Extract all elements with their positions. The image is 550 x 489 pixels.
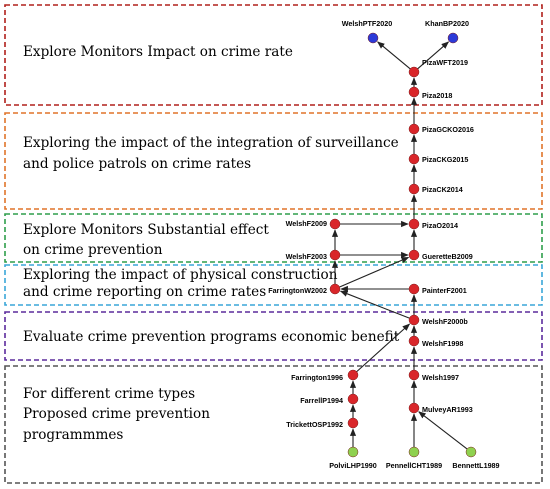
node-MulveyAR1993-dot[interactable] (408, 402, 420, 414)
node-WelshPTF2020-dot[interactable] (367, 32, 379, 44)
node-PolviLHP1990-dot[interactable] (347, 446, 359, 458)
node-TrickettOSP1992-dot[interactable] (347, 417, 359, 429)
band-5-label-line-1: Evaluate crime prevention programs econo… (23, 329, 400, 345)
node-PizaGCKO2016-dot[interactable] (408, 123, 420, 135)
node-Welsh1997[interactable]: Welsh1997 (408, 369, 459, 382)
band-6-label-line-2: Proposed crime prevention (23, 406, 210, 422)
node-MulveyAR1993[interactable]: MulveyAR1993 (408, 402, 473, 414)
node-PolviLHP1990-label: PolviLHP1990 (329, 461, 377, 470)
node-PizaCKG2015-label: PizaCKG2015 (422, 155, 468, 164)
band-4-label-line-1: Exploring the impact of physical constru… (23, 267, 338, 283)
band-2-label-line-2: and police patrols on crime rates (23, 156, 251, 172)
node-PizaGCKO2016-label: PizaGCKO2016 (422, 125, 474, 134)
node-PizaCK2014-dot[interactable] (408, 183, 420, 195)
node-Farrington1996-dot[interactable] (347, 369, 359, 381)
node-PizaO2014-label: PizaO2014 (422, 221, 458, 230)
node-WelshF2009-dot[interactable] (329, 218, 341, 230)
node-PizaCKG2015-dot[interactable] (408, 153, 420, 165)
node-WelshF2000b[interactable]: WelshF2000b (408, 314, 468, 326)
node-WelshF2003-dot[interactable] (329, 249, 341, 261)
node-FarringtonW2002-label: FarringtonW2002 (268, 286, 327, 295)
band-4-label-line-2: and crime reporting on crime rates (23, 284, 266, 300)
node-PolviLHP1990[interactable]: PolviLHP1990 (329, 446, 377, 470)
node-FarrellP1994[interactable]: FarrellP1994 (300, 393, 359, 405)
node-KhanBP2020-dot[interactable] (447, 32, 459, 44)
node-Farrington1996-label: Farrington1996 (291, 373, 343, 382)
node-BennettL1989[interactable]: BennettL1989 (452, 446, 500, 470)
node-WelshF2009-label: WelshF2009 (286, 219, 327, 228)
node-WelshPTF2020-label: WelshPTF2020 (342, 19, 393, 28)
band-3-label-line-1: Explore Monitors Substantial effect (23, 222, 269, 238)
node-TrickettOSP1992-label: TrickettOSP1992 (286, 420, 343, 429)
node-Farrington1996[interactable]: Farrington1996 (291, 369, 359, 382)
node-Piza2018-dot[interactable] (408, 86, 420, 98)
node-PizaWFT2019[interactable]: PizaWFT2019 (408, 58, 468, 78)
node-PizaCK2014[interactable]: PizaCK2014 (408, 183, 463, 195)
paper-nodes: WelshPTF2020 KhanBP2020PizaWFT2019Piza201… (268, 19, 499, 470)
band-3-label-line-2: on crime prevention (23, 242, 163, 258)
citation-edges (331, 41, 468, 450)
node-PizaWFT2019-label: PizaWFT2019 (422, 58, 468, 67)
node-PennellCHT1989[interactable]: PennellCHT1989 (386, 446, 442, 470)
band-6-label-line-1: For different crime types (23, 386, 195, 402)
node-WelshF1998-label: WelshF1998 (422, 339, 463, 348)
node-GueretteB2009[interactable]: GueretteB2009 (408, 249, 473, 261)
node-MulveyAR1993-label: MulveyAR1993 (422, 405, 473, 414)
node-Welsh1997-dot[interactable] (408, 369, 420, 381)
node-WelshF1998-dot[interactable] (408, 335, 420, 347)
band-2-label-line-1: Exploring the impact of the integration … (23, 135, 399, 151)
node-PizaCK2014-label: PizaCK2014 (422, 185, 463, 194)
node-PizaCKG2015[interactable]: PizaCKG2015 (408, 153, 468, 165)
node-PizaO2014-dot[interactable] (408, 218, 420, 230)
node-BennettL1989-label: BennettL1989 (452, 461, 499, 470)
node-FarrellP1994-label: FarrellP1994 (300, 396, 343, 405)
node-FarringtonW2002[interactable]: FarringtonW2002 (268, 283, 341, 295)
edge-BennettL1989-to-MulveyAR1993 (418, 411, 468, 450)
node-WelshF2003[interactable]: WelshF2003 (286, 249, 341, 261)
node-KhanBP2020-label: KhanBP2020 (425, 19, 469, 28)
band-4-box (4, 264, 543, 306)
node-KhanBP2020[interactable]: KhanBP2020 (425, 19, 469, 44)
node-GueretteB2009-label: GueretteB2009 (422, 252, 473, 261)
node-WelshF2000b-label: WelshF2000b (422, 317, 468, 326)
band-5-box (4, 311, 543, 361)
edge-Farrington1996-to-WelshF2000b (356, 323, 411, 373)
node-Piza2018[interactable]: Piza2018 (408, 86, 452, 100)
node-FarringtonW2002-dot[interactable] (329, 283, 341, 295)
node-WelshF2009[interactable]: WelshF2009 (286, 218, 341, 230)
node-BennettL1989-dot[interactable] (465, 446, 477, 458)
node-PizaGCKO2016[interactable]: PizaGCKO2016 (408, 123, 474, 135)
node-PizaO2014[interactable]: PizaO2014 (408, 218, 458, 230)
edge-PizaWFT2019-to-WelshPTF2020 (377, 41, 411, 70)
node-WelshF2003-label: WelshF2003 (286, 252, 327, 261)
node-PizaWFT2019-dot[interactable] (408, 66, 420, 78)
node-PennellCHT1989-label: PennellCHT1989 (386, 461, 442, 470)
band-1-label-line-1: Explore Monitors Impact on crime rate (23, 44, 293, 60)
band-1-box (4, 4, 543, 106)
node-PennellCHT1989-dot[interactable] (408, 446, 420, 458)
edge-WelshF2000b-to-FarringtonW2002 (339, 290, 410, 319)
node-GueretteB2009-dot[interactable] (408, 249, 420, 261)
topic-bands: Explore Monitors Impact on crime rateExp… (4, 4, 543, 484)
band-6-label-line-3: programmmes (23, 427, 123, 443)
edge-PizaWFT2019-to-KhanBP2020 (417, 41, 450, 70)
node-WelshPTF2020[interactable]: WelshPTF2020 (342, 19, 393, 44)
node-WelshF2000b-dot[interactable] (408, 314, 420, 326)
node-PainterF2001[interactable]: PainterF2001 (408, 283, 467, 295)
node-PainterF2001-dot[interactable] (408, 283, 420, 295)
node-Welsh1997-label: Welsh1997 (422, 373, 459, 382)
band-2-box (4, 112, 543, 210)
node-PainterF2001-label: PainterF2001 (422, 286, 467, 295)
node-TrickettOSP1992[interactable]: TrickettOSP1992 (286, 417, 359, 429)
node-Piza2018-label: Piza2018 (422, 91, 452, 100)
node-WelshF1998[interactable]: WelshF1998 (408, 335, 463, 348)
node-FarrellP1994-dot[interactable] (347, 393, 359, 405)
band-3-box (4, 213, 543, 263)
band-6-box (4, 365, 543, 484)
edge-FarringtonW2002-to-GueretteB2009 (339, 256, 410, 288)
